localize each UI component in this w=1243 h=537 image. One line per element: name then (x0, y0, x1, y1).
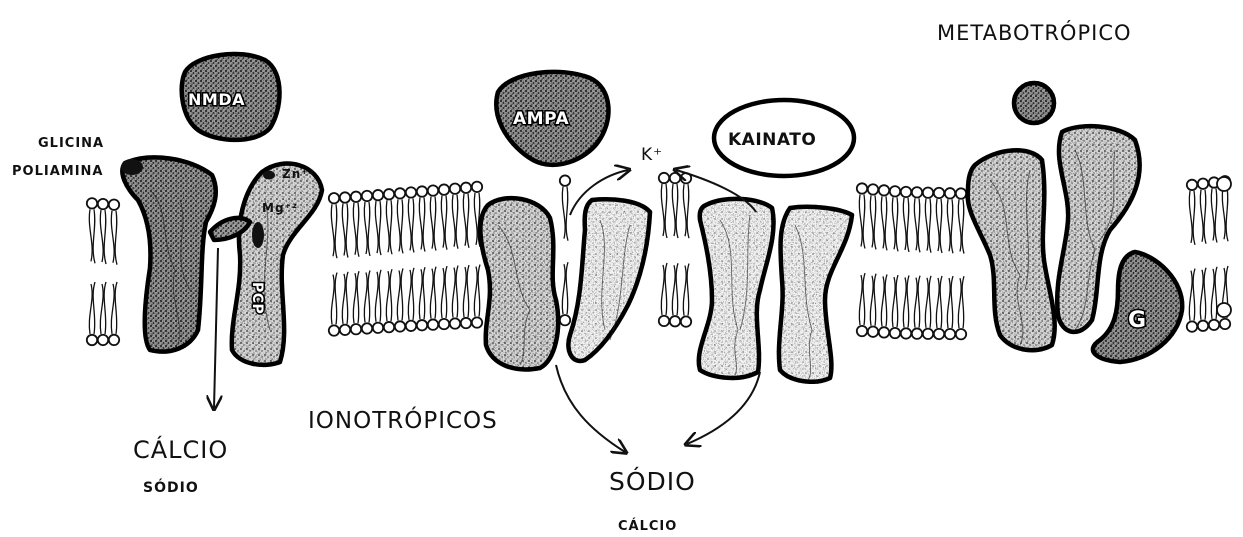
metabotropic-ligand (1014, 83, 1054, 123)
pcp-label: PCP (249, 282, 265, 314)
g-protein (1093, 252, 1182, 362)
calcium-label-center: CÁLCIO (618, 518, 677, 534)
sodium-label-center: SÓDIO (609, 466, 696, 496)
nmda-receptor (121, 157, 322, 408)
kainate-ligand: KAINATO (714, 100, 854, 176)
g-protein-label: G (1128, 308, 1147, 333)
metabotropic-receptor: G (968, 126, 1183, 362)
ionotropic-title: IONOTRÓPICOS (308, 406, 498, 434)
magnesium-label: Mg⁺² (262, 201, 298, 215)
nmda-ligand: NMDA (182, 54, 280, 140)
nmda-subunit-right (232, 164, 322, 365)
pcp-site (252, 222, 264, 248)
sodium-influx-arrow-right (687, 372, 760, 444)
nmda-ligand-label: NMDA (188, 90, 245, 109)
kainate-subunit-right (779, 207, 852, 382)
ampa-ligand-label: AMPA (513, 109, 569, 129)
glycine-label: GLICINA (38, 136, 104, 151)
kainate-receptor (699, 199, 852, 382)
kainate-subunit-left (699, 199, 774, 378)
calcium-flow-arrow (214, 248, 218, 408)
mglur-subunit-left (968, 150, 1055, 350)
zinc-label: Zn⁺² (282, 167, 315, 181)
ampa-ligand: AMPA (496, 72, 608, 165)
calcium-label-left: CÁLCIO (133, 435, 228, 464)
sodium-influx-arrow-left (556, 365, 625, 452)
kainate-ligand-label: KAINATO (728, 130, 816, 150)
metabotropic-title: METABOTRÓPICO (937, 20, 1132, 45)
glycine-site (121, 159, 143, 175)
zinc-site (263, 171, 275, 180)
ampa-subunit-right (568, 199, 650, 361)
polyamine-label: POLIAMINA (12, 164, 103, 179)
sodium-label-left: SÓDIO (143, 478, 199, 496)
potassium-label: K⁺ (641, 145, 663, 165)
